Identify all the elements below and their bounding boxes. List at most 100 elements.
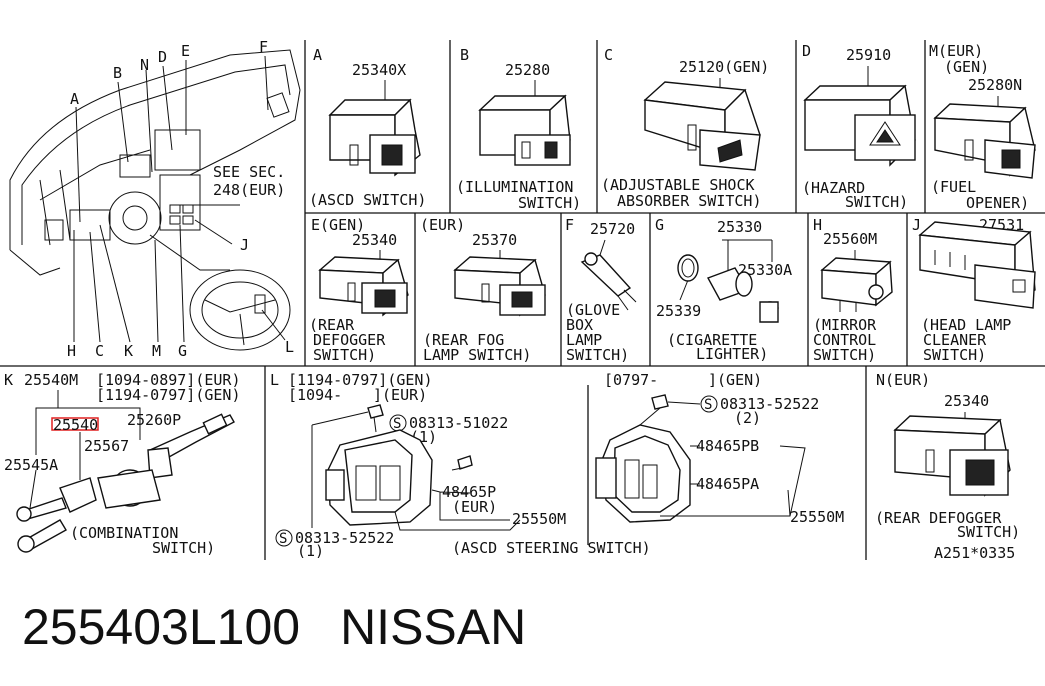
overview-letter-j: J bbox=[240, 236, 249, 254]
panel-e2-caption-2: LAMP SWITCH) bbox=[423, 346, 531, 364]
panel-l-range-2b: ](EUR) bbox=[373, 386, 427, 404]
panel-k-part-3: 25567 bbox=[84, 437, 129, 455]
glove-box-switch-drawing bbox=[580, 252, 637, 311]
panel-l-caption: (ASCD STEERING SWITCH) bbox=[452, 539, 651, 557]
panel-l-part-5: 25550M bbox=[790, 508, 844, 526]
panel-m-caption-1: (FUEL bbox=[931, 178, 976, 196]
svg-text:S: S bbox=[393, 416, 401, 432]
panel-l-range-1: [1194-0797](GEN) bbox=[288, 371, 433, 389]
panel-h-part: 25560M bbox=[823, 230, 877, 248]
panel-h: H 25560M (MIRROR CONTROL SWITCH) bbox=[813, 216, 893, 364]
overview-letter-a: A bbox=[70, 90, 79, 108]
panel-b-caption-1: (ILLUMINATION bbox=[456, 178, 573, 196]
panel-l-bolt-2: 08313-52522 bbox=[295, 529, 394, 547]
panel-k-part: 25540M bbox=[24, 371, 78, 389]
part-number: 255403L100 bbox=[22, 599, 301, 655]
panel-c-caption-2: ABSORBER SWITCH) bbox=[617, 192, 762, 210]
rear-defogger-switch-drawing bbox=[318, 256, 409, 317]
panel-k: K 25540M [1094-0897](EUR) [1194-0797](GE… bbox=[4, 371, 241, 557]
panel-h-caption-1: (MIRROR bbox=[813, 316, 877, 334]
svg-text:S: S bbox=[704, 397, 712, 413]
panel-m-part: 25280N bbox=[968, 76, 1022, 94]
bolt-symbol-2: S bbox=[275, 529, 293, 547]
panel-l-bolt-3-qty: (2) bbox=[734, 409, 761, 427]
panel-j-caption-1: (HEAD LAMP bbox=[921, 316, 1011, 334]
panel-e-gen: E(GEN) 25340 (REAR DEFOGGER SWITCH) bbox=[309, 216, 409, 364]
panel-f-code: F bbox=[565, 216, 574, 234]
panel-g-part-2: 25330A bbox=[738, 261, 792, 279]
panel-e-eur: (EUR) 25370 (REAR FOG LAMP SWITCH) bbox=[420, 216, 546, 364]
panel-k-caption-1: (COMBINATION bbox=[70, 524, 178, 542]
rear-defogger-switch-n-drawing bbox=[893, 415, 1011, 497]
ascd-steering-switch-left-drawing bbox=[311, 404, 521, 531]
overview-labels: A B N D E F H C K M G J L SEE SEC. 248(E… bbox=[67, 38, 294, 360]
panel-c-caption-1: (ADJUSTABLE SHOCK bbox=[601, 176, 755, 194]
rear-fog-lamp-switch-drawing bbox=[453, 256, 546, 317]
panel-m: M(EUR) (GEN) 25280N (FUEL OPENER) bbox=[929, 42, 1036, 212]
overview-letter-d: D bbox=[158, 48, 167, 66]
panel-m-code: M(EUR) bbox=[929, 42, 983, 60]
panel-f-caption-2: BOX bbox=[566, 316, 593, 334]
panel-j-caption-2: CLEANER bbox=[923, 331, 987, 349]
head-lamp-cleaner-switch-drawing bbox=[918, 221, 1036, 309]
panel-f-caption-4: SWITCH) bbox=[566, 346, 629, 364]
panel-e2-caption-1: (REAR FOG bbox=[423, 331, 504, 349]
overview-letter-k: K bbox=[124, 342, 133, 360]
panel-b-code: B bbox=[460, 46, 469, 64]
overview-letter-m: M bbox=[152, 342, 161, 360]
bolt-symbol-1: S bbox=[389, 414, 407, 432]
panel-l-range-2: [1094- bbox=[288, 386, 342, 404]
panel-n-caption-1: (REAR DEFOGGER bbox=[875, 509, 1002, 527]
panel-b: B 25280 (ILLUMINATION SWITCH) bbox=[456, 46, 581, 212]
overview-letter-c: C bbox=[95, 342, 104, 360]
panel-l-bolt-2-qty: (1) bbox=[297, 542, 324, 560]
panel-g-part: 25330 bbox=[717, 218, 762, 236]
panel-l-part-2: 25550M bbox=[512, 510, 566, 528]
panel-g-code: G bbox=[655, 216, 664, 234]
panel-l-part-4: 48465PA bbox=[696, 475, 759, 493]
see-section-number: 248(EUR) bbox=[213, 181, 285, 199]
panel-j: J 27531 (HEAD LAMP CLEANER SWITCH) bbox=[912, 216, 1036, 364]
mirror-control-switch-drawing bbox=[820, 257, 893, 312]
panel-d: D 25910 (HAZARD SWITCH) bbox=[802, 42, 916, 211]
panel-a-part: 25340X bbox=[352, 61, 406, 79]
panel-d-caption-1: (HAZARD bbox=[802, 179, 865, 197]
panel-b-part: 25280 bbox=[505, 61, 550, 79]
panel-d-code: D bbox=[802, 42, 811, 60]
panel-d-caption-2: SWITCH) bbox=[845, 193, 908, 211]
panel-h-code: H bbox=[813, 216, 822, 234]
cigarette-lighter-drawing bbox=[677, 254, 779, 323]
panel-l-part-3: 48465PB bbox=[696, 437, 759, 455]
panel-d-part: 25910 bbox=[846, 46, 891, 64]
panel-k-caption-2: SWITCH) bbox=[152, 539, 215, 557]
overview-letter-b: B bbox=[113, 64, 122, 82]
panel-f-caption-3: LAMP bbox=[566, 331, 602, 349]
overview-letter-e: E bbox=[181, 42, 190, 60]
panel-n: N(EUR) 25340 (REAR DEFOGGER SWITCH) A251… bbox=[875, 371, 1020, 562]
see-section-label: SEE SEC. bbox=[213, 163, 285, 181]
panel-c-code: C bbox=[604, 46, 613, 64]
panel-j-caption-3: SWITCH) bbox=[923, 346, 986, 364]
panel-l-range-3: [0797- bbox=[604, 371, 658, 389]
illumination-switch-drawing bbox=[478, 94, 571, 166]
overview-letter-h: H bbox=[67, 342, 76, 360]
panel-k-range-1: [1094-0897](EUR) bbox=[96, 371, 241, 389]
overview-letter-f: F bbox=[259, 38, 268, 56]
panel-l-bolt-3: 08313-52522 bbox=[720, 395, 819, 413]
grid-lines bbox=[0, 40, 1045, 560]
panel-j-code: J bbox=[912, 216, 921, 234]
shock-switch-drawing bbox=[643, 81, 761, 171]
panel-g: G 25330 25330A 25339 (CIGARETTE LIGHTER) bbox=[655, 216, 792, 363]
panel-k-highlighted-part: 25540 bbox=[53, 416, 98, 434]
fuel-opener-drawing bbox=[933, 103, 1036, 179]
overview-letter-g: G bbox=[178, 342, 187, 360]
panel-l-code: L bbox=[270, 371, 279, 389]
panel-k-code: K bbox=[4, 371, 13, 389]
panel-m-code-2: (GEN) bbox=[944, 58, 989, 76]
panel-l-part-1b: (EUR) bbox=[452, 498, 497, 516]
hazard-switch-drawing bbox=[803, 84, 916, 167]
panel-k-part-2: 25260P bbox=[127, 411, 181, 429]
panel-f-caption-1: (GLOVE bbox=[566, 301, 620, 319]
